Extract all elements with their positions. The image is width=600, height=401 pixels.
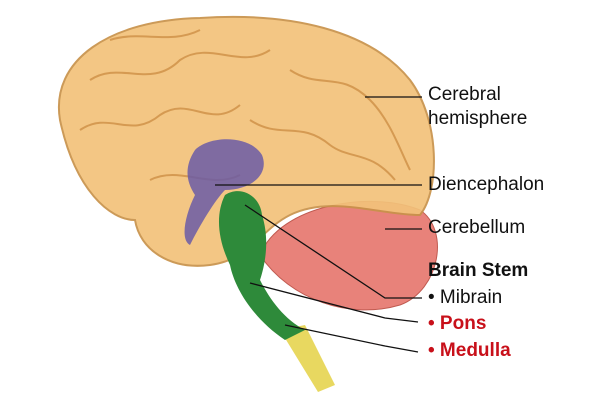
spinal-cord [280, 325, 335, 392]
label-cerebral-hemisphere-2: hemisphere [428, 108, 528, 129]
label-diencephalon: Diencephalon [428, 174, 545, 195]
diencephalon [184, 139, 264, 245]
label-medulla: • Medulla [428, 340, 511, 361]
brainstem [218, 191, 305, 340]
leader-lines [215, 96, 422, 353]
label-cerebral-hemisphere-1: Cerebral [428, 84, 501, 105]
label-cerebellum: Cerebellum [428, 217, 526, 238]
cerebral-cortex [57, 15, 435, 267]
label-pons: • Pons [428, 313, 487, 334]
label-midbrain: • Mibrain [428, 287, 503, 308]
label-brain-stem: Brain Stem [428, 260, 529, 281]
